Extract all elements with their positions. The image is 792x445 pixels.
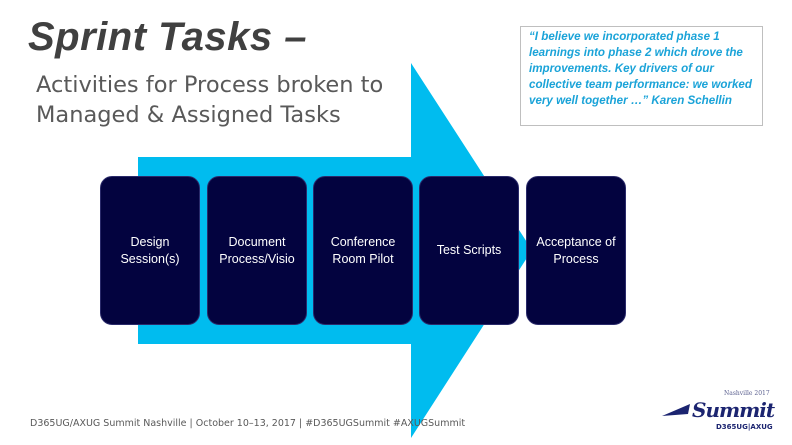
step-design-sessions: Design Session(s)	[100, 176, 200, 325]
step-label: Test Scripts	[436, 243, 502, 257]
slide-subtitle: Activities for Process broken to Managed…	[36, 72, 384, 128]
logo-swoosh-icon	[662, 404, 690, 416]
step-document-process: Document Process/Visio	[207, 176, 307, 325]
step-label: Design Session(s)	[120, 234, 180, 266]
slide-title: Sprint Tasks –	[28, 15, 307, 59]
step-acceptance: Acceptance of Process	[526, 176, 626, 325]
quote-box: “I believe we incorporated phase 1 learn…	[520, 26, 763, 126]
logo-top: Nashville 2017	[724, 390, 770, 397]
logo-main: Summit	[692, 398, 775, 422]
logo-bottom: D365UG|AXUG	[716, 423, 773, 431]
step-label: Acceptance of Process	[536, 234, 616, 266]
footer-text: D365UG/AXUG Summit Nashville | October 1…	[30, 418, 466, 429]
step-conference-room-pilot: Conference Room Pilot	[313, 176, 413, 325]
step-test-scripts: Test Scripts	[419, 176, 519, 325]
step-label: Conference Room Pilot	[330, 234, 396, 266]
summit-logo: Nashville 2017 Summit D365UG|AXUG	[662, 390, 782, 436]
step-label: Document Process/Visio	[219, 234, 295, 266]
